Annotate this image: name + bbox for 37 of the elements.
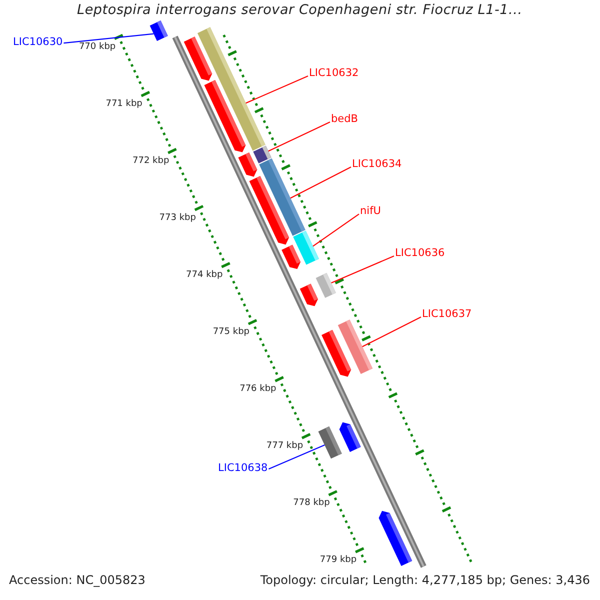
gene-bar xyxy=(197,27,266,151)
gene-bar xyxy=(253,146,272,164)
scale-label: 772 kbp xyxy=(132,156,170,166)
gene-label: bedB xyxy=(331,113,358,126)
gene-bar xyxy=(316,272,336,298)
gene-label: nifU xyxy=(360,205,381,218)
leader-line xyxy=(331,256,394,284)
gene-bar xyxy=(293,230,319,265)
scale-label: 779 kbp xyxy=(320,555,357,566)
leader-line xyxy=(268,122,330,152)
leader-line xyxy=(290,166,352,199)
scale-label: 774 kbp xyxy=(186,270,223,280)
gene-bar xyxy=(338,320,373,374)
genome-summary-text: Topology: circular; Length: 4,277,185 bp; Genes: 3,436 xyxy=(260,574,590,588)
accession-text: Accession: NC_005823 xyxy=(9,574,146,588)
scale-label: 770 kbp xyxy=(78,42,116,52)
gene-label: LIC10634 xyxy=(352,158,402,170)
gene-bar xyxy=(150,20,168,42)
scale-label: 773 kbp xyxy=(159,213,196,224)
leader-line xyxy=(64,33,154,44)
gene-label: LIC10637 xyxy=(422,308,472,320)
gene-label: LIC10636 xyxy=(395,247,445,260)
scale-label: 778 kbp xyxy=(293,498,330,508)
gene-label: LIC10632 xyxy=(309,67,359,80)
gene-bar xyxy=(259,158,306,236)
title: Leptospira interrogans serovar Copenhageni str. Fiocruz L1-1... xyxy=(77,3,522,19)
gene-label: LIC10638 xyxy=(218,462,268,474)
gene-bar xyxy=(318,426,342,459)
gene-label: LIC10630 xyxy=(13,36,63,48)
leader-line xyxy=(246,76,308,104)
scale-label: 776 kbp xyxy=(240,384,276,394)
leader-line xyxy=(268,444,325,470)
leader-line xyxy=(312,214,360,247)
scale-label: 771 kbp xyxy=(106,98,142,110)
scale-label: 777 kbp xyxy=(266,441,304,452)
scale-label: 775 kbp xyxy=(212,327,250,338)
leader-line xyxy=(362,316,422,348)
